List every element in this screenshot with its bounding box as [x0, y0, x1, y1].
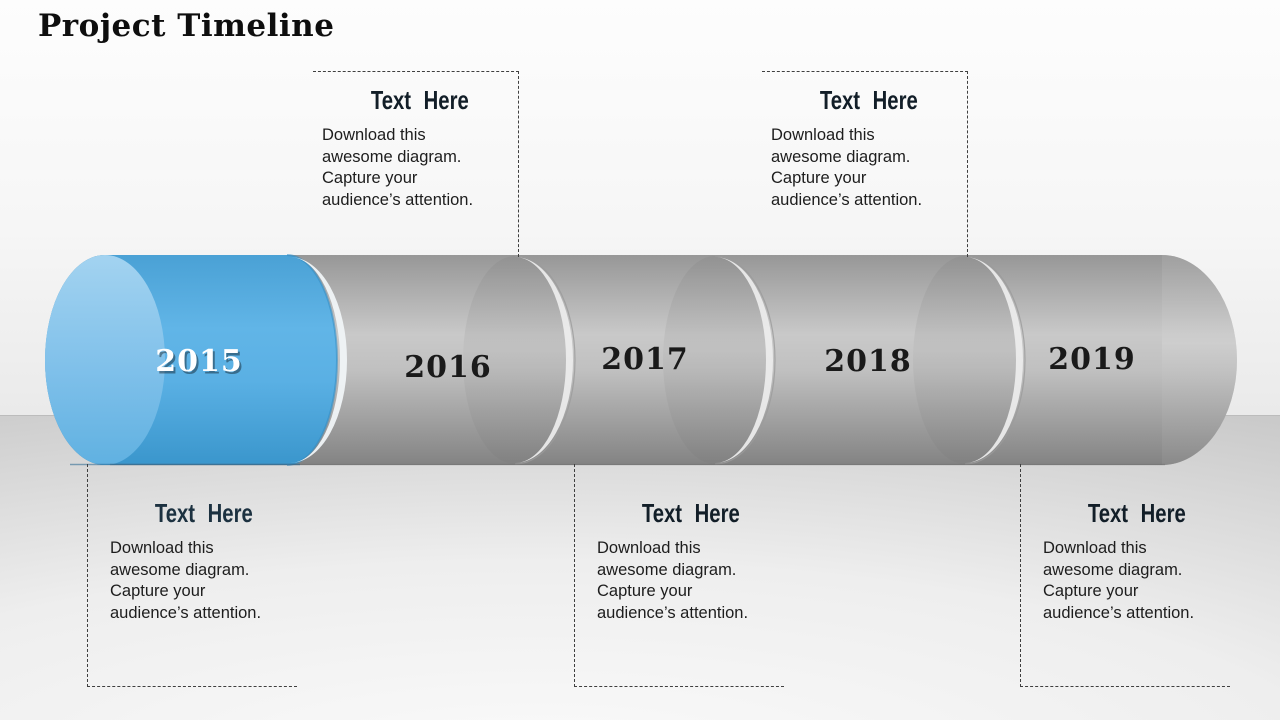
- seam-lens-2018-2019: [913, 256, 1017, 464]
- callout-body-text: Download this awesome diagram. Capture y…: [110, 539, 262, 622]
- segment-2015-cap: [45, 255, 165, 465]
- callout-title: Text Here: [771, 85, 967, 116]
- seam-edge: [714, 255, 776, 465]
- callout-title: Text Here: [1043, 498, 1230, 529]
- callout-body-text: Download this awesome diagram. Capture y…: [322, 126, 474, 209]
- callout-bottom-1: Text Here Download this awesome diagram.…: [87, 464, 297, 687]
- callout-bottom-3: Text Here Download this awesome diagram.…: [1020, 464, 1230, 687]
- callout-title-text: Text Here: [371, 85, 469, 115]
- callout-title-text: Text Here: [1087, 498, 1186, 528]
- callout-title: Text Here: [110, 498, 297, 529]
- cylinder-right-cap: [1162, 255, 1237, 465]
- callout-top-2: Text Here Download this awesome diagram.…: [762, 71, 968, 257]
- callout-title: Text Here: [597, 498, 784, 529]
- callout-title-text: Text Here: [820, 85, 918, 115]
- seam-lens-2016-2017: [463, 256, 567, 464]
- callout-body-text: Download this awesome diagram. Capture y…: [597, 539, 749, 622]
- year-label-2016: 2016: [404, 350, 492, 385]
- callout-body-text: Download this awesome diagram. Capture y…: [1043, 539, 1195, 622]
- callout-title-text: Text Here: [641, 498, 740, 528]
- callout-bottom-2: Text Here Download this awesome diagram.…: [574, 464, 784, 687]
- seam-lens-2017-2018: [663, 256, 767, 464]
- year-label-shadow: 2015: [157, 347, 245, 382]
- page-title: Project Timeline: [38, 8, 335, 44]
- year-label-2019: 2019: [1048, 342, 1136, 377]
- callout-title: Text Here: [322, 85, 518, 116]
- segment-2015-edge: [286, 254, 338, 466]
- year-label-2017: 2017: [601, 342, 689, 377]
- seam-edge: [964, 255, 1026, 465]
- callout-body-text: Download this awesome diagram. Capture y…: [771, 126, 923, 209]
- year-label-2015: 2015: [155, 344, 243, 379]
- seam-edge: [514, 255, 576, 465]
- callout-title-text: Text Here: [154, 498, 253, 528]
- callout-top-1: Text Here Download this awesome diagram.…: [313, 71, 519, 257]
- year-label-2018: 2018: [824, 344, 912, 379]
